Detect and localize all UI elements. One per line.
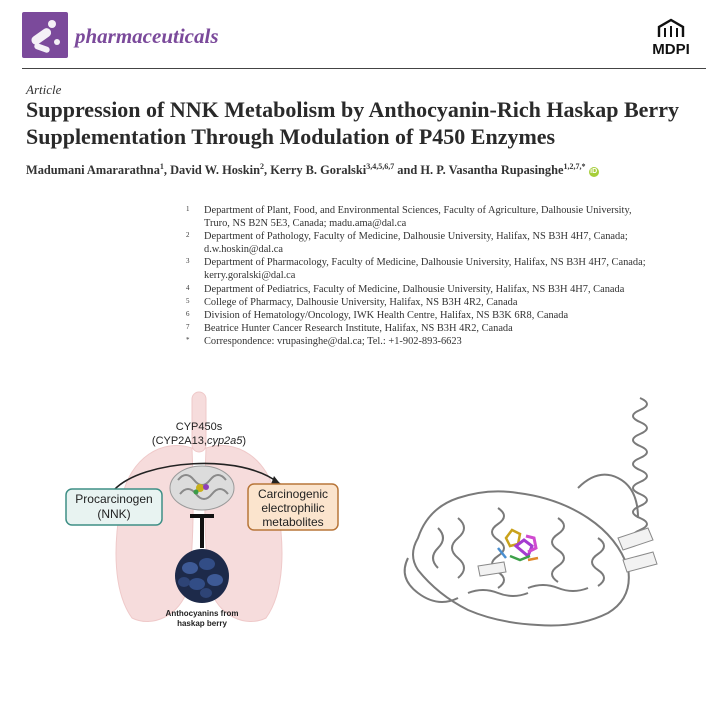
procarcinogen-abbrev: (NNK) <box>97 507 130 521</box>
author-name[interactable]: Kerry B. Goralski <box>270 163 367 178</box>
journal-name: pharmaceuticals <box>75 24 219 48</box>
affiliation-marker: 3 <box>186 257 190 266</box>
ligand-cluster-icon <box>497 528 539 562</box>
affiliation-marker: 7 <box>186 322 190 331</box>
affiliation-item: 7 Beatrice Hunter Cancer Research Institu… <box>186 322 686 335</box>
author-name[interactable]: H. P. Vasantha Rupasinghe <box>420 163 564 178</box>
journal-logo-icon <box>31 20 60 53</box>
author-affiliation-marks: 2 <box>259 162 264 171</box>
affiliation-item: * Correspondence: vrupasinghe@dal.ca; Tel… <box>186 335 686 348</box>
affiliation-marker: 6 <box>186 309 190 318</box>
affiliation-marker: 5 <box>186 296 190 305</box>
orcid-icon[interactable]: iD <box>588 167 599 178</box>
author-affiliation-marks: 3,4,5,6,7 <box>366 162 395 171</box>
enzyme-structure-icon <box>169 465 235 511</box>
corresponding-author-mark: * <box>581 162 586 171</box>
procarcinogen-box <box>65 488 163 526</box>
author-affiliation-marks: 1 <box>159 162 164 171</box>
affiliation-line: Beatrice Hunter Cancer Research Institut… <box>204 322 513 334</box>
affiliation-item: 4 Department of Pediatrics, Faculty of Me… <box>186 283 686 296</box>
affiliation-list: 1 Department of Plant, Food, and Environm… <box>186 204 686 348</box>
affiliation-line: Department of Pathology, Faculty of Medi… <box>204 231 628 243</box>
affiliation-line: Correspondence: vrupasinghe@dal.ca; Tel.… <box>204 335 462 347</box>
affiliation-line: Department of Plant, Food, and Environme… <box>204 205 632 216</box>
author-list: Madumani Amararathna1, David W. Hoskin2,… <box>26 162 599 178</box>
publisher-logo: MDPI <box>636 18 706 58</box>
affiliation-marker: * <box>186 335 190 344</box>
metabolism-scheme: CYP450s (CYP2A13,cyp2a5) Procarcinogen (… <box>65 391 339 628</box>
procarcinogen-label: Procarcinogen <box>75 492 152 506</box>
article-title: Suppression of NNK Metabolism by Anthocy… <box>26 97 679 149</box>
enzyme-isoforms: (CYP2A13,cyp2a5) <box>152 435 246 447</box>
journal-logo <box>22 12 68 58</box>
metabolites-label-line: electrophilic <box>261 501 324 515</box>
graphical-abstract: CYP450s (CYP2A13,cyp2a5) Procarcinogen (… <box>52 388 352 638</box>
publisher-building-icon <box>657 18 685 37</box>
affiliation-line: College of Pharmacy, Dalhousie Universit… <box>204 296 518 308</box>
anthocyanin-label-line: haskap berry <box>177 619 227 628</box>
affiliation-marker: 1 <box>186 205 190 213</box>
anthocyanin-label-line: Anthocyanins from <box>166 609 239 618</box>
affiliation-line: kerry.goralski@dal.ca <box>204 270 296 282</box>
metabolites-label-line: metabolites <box>262 515 323 529</box>
affiliation-line: d.w.hoskin@dal.ca <box>204 244 284 256</box>
metabolites-box <box>247 483 339 531</box>
author-name[interactable]: Madumani Amararathna <box>26 163 160 178</box>
affiliation-line: Department of Pharmacology, Faculty of M… <box>204 257 646 269</box>
author-separator: , <box>163 163 171 178</box>
article-type: Article <box>26 82 62 97</box>
affiliation-item: 5 College of Pharmacy, Dalhousie Universi… <box>186 296 686 309</box>
header-divider <box>22 68 706 69</box>
affiliation-line: Department of Pediatrics, Faculty of Med… <box>204 283 625 295</box>
haskap-berry-icon <box>175 549 229 603</box>
affiliation-item: 1 Department of Plant, Food, and Environm… <box>186 204 686 230</box>
affiliation-line: Division of Hematology/Oncology, IWK Hea… <box>204 309 569 321</box>
affiliation-line: Truro, NS B2N 5E3, Canada; madu.ama@dal.… <box>204 218 407 230</box>
enzyme-label: CYP450s <box>176 421 223 433</box>
affiliation-item: 3 Department of Pharmacology, Faculty of … <box>186 256 686 282</box>
metabolism-arrow <box>113 462 281 491</box>
author-separator: and <box>394 163 421 178</box>
affiliation-item: 6 Division of Hematology/Oncology, IWK He… <box>186 309 686 322</box>
affiliation-item: 2 Department of Pathology, Faculty of Med… <box>186 230 686 256</box>
affiliation-marker: 2 <box>186 231 190 240</box>
publisher-name: MDPI <box>652 41 690 58</box>
protein-ribbon-icon <box>403 397 658 627</box>
affiliation-marker: 4 <box>186 283 190 292</box>
metabolites-label-line: Carcinogenic <box>258 487 328 501</box>
author-affiliation-marks: 1,2,7, <box>563 162 582 171</box>
author-separator: , <box>263 163 271 178</box>
protein-structure-image <box>378 388 708 638</box>
author-name[interactable]: David W. Hoskin <box>170 163 260 178</box>
